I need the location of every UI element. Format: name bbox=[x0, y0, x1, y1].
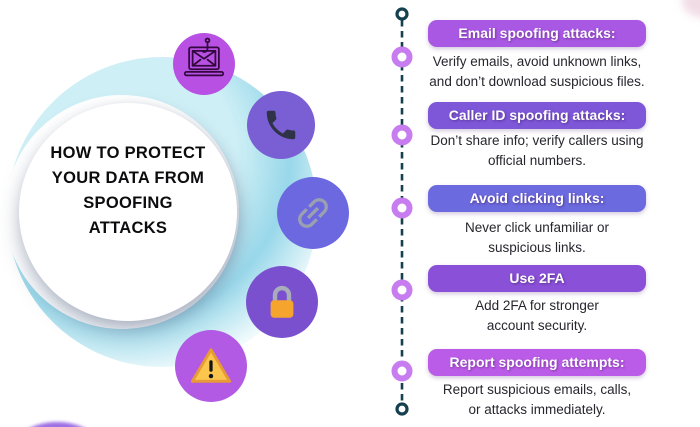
purple-corner-blob bbox=[8, 422, 106, 427]
step-description: Never click unfamiliar or suspicious lin… bbox=[464, 220, 610, 255]
page-title: HOW TO PROTECT YOUR DATA FROM SPOOFING A… bbox=[50, 144, 206, 237]
timeline-start-dot bbox=[395, 7, 409, 21]
timeline-node-4 bbox=[391, 279, 413, 301]
step-description: Report suspicious emails, calls, or atta… bbox=[442, 382, 632, 417]
timeline-end-dot bbox=[395, 402, 409, 416]
warning-icon bbox=[190, 348, 232, 383]
step-description: Add 2FA for stronger account security. bbox=[475, 298, 599, 333]
lock-icon bbox=[270, 285, 294, 318]
phishing-email-laptop-icon bbox=[183, 37, 225, 77]
link-icon bbox=[298, 198, 328, 228]
icon-circle-lock bbox=[246, 266, 318, 338]
title-circle bbox=[19, 103, 237, 321]
timeline-node-3 bbox=[391, 197, 413, 219]
timeline-node-2 bbox=[391, 124, 413, 146]
step-heading-badge: Use 2FA bbox=[428, 265, 646, 292]
step-heading-badge: Email spoofing attacks: bbox=[428, 20, 646, 47]
step-heading-badge: Avoid clicking links: bbox=[428, 185, 646, 212]
icon-circle-link bbox=[277, 177, 349, 249]
timeline-node-5 bbox=[391, 360, 413, 382]
step-description: Don’t share info; verify callers using o… bbox=[430, 133, 644, 168]
timeline-node-1 bbox=[391, 46, 413, 68]
icon-circle-email bbox=[173, 33, 235, 95]
phone-icon bbox=[266, 110, 296, 140]
icon-circle-phone bbox=[247, 91, 315, 159]
step-description: Verify emails, avoid unknown links, and … bbox=[429, 54, 645, 89]
step-heading-badge: Report spoofing attempts: bbox=[428, 349, 646, 376]
step-heading-badge: Caller ID spoofing attacks: bbox=[428, 102, 646, 129]
icon-circle-warning bbox=[175, 330, 247, 402]
